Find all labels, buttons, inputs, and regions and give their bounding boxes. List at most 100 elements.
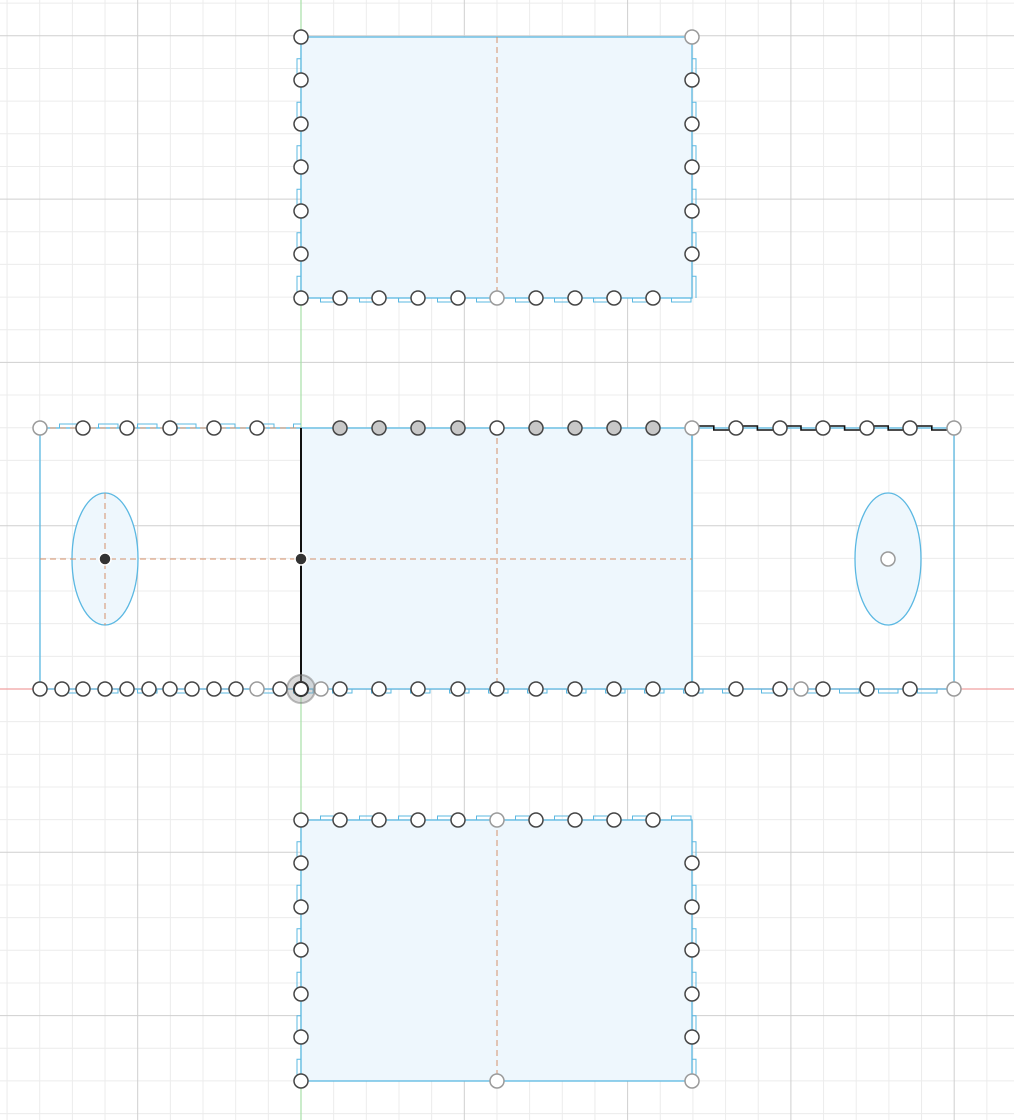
sketch-point-icon[interactable] [272,681,288,697]
sketch-point-icon[interactable] [528,420,544,436]
sketch-point-icon[interactable] [567,420,583,436]
sketch-point-icon[interactable] [162,681,178,697]
sketch-point-icon[interactable] [450,681,466,697]
sketch-point-icon[interactable] [293,246,309,262]
sketch-point-icon[interactable] [450,812,466,828]
sketch-point-icon[interactable] [528,681,544,697]
sketch-point-icon[interactable] [684,681,700,697]
sketch-point-icon[interactable] [371,812,387,828]
sketch-point-icon[interactable] [332,420,348,436]
sketch-point-icon[interactable] [859,420,875,436]
sketch-point-icon[interactable] [684,942,700,958]
sketch-point-icon[interactable] [772,420,788,436]
sketch-point-icon[interactable] [489,290,505,306]
sketch-point-icon[interactable] [32,681,48,697]
sketch-point-icon[interactable] [684,72,700,88]
sketch-point-icon[interactable] [645,420,661,436]
sketch-point-icon[interactable] [293,986,309,1002]
sketch-point-icon[interactable] [567,812,583,828]
sketch-point-icon[interactable] [489,812,505,828]
sketch-point-icon[interactable] [684,1073,700,1089]
sketch-point-icon[interactable] [567,681,583,697]
sketch-point-icon[interactable] [410,290,426,306]
sketch-point-icon[interactable] [249,420,265,436]
sketch-point-icon[interactable] [606,681,622,697]
sketch-point-icon[interactable] [410,812,426,828]
sketch-point-icon[interactable] [75,420,91,436]
sketch-point-icon[interactable] [684,203,700,219]
sketch-point-icon[interactable] [684,855,700,871]
sketch-point-icon[interactable] [371,420,387,436]
sketch-point-icon[interactable] [313,681,329,697]
sketch-point-icon[interactable] [902,420,918,436]
sketch-point-icon[interactable] [75,681,91,697]
sketch-point-icon[interactable] [450,290,466,306]
sketch-points[interactable] [32,29,962,1089]
sketch-point-icon[interactable] [728,420,744,436]
sketch-point-icon[interactable] [684,29,700,45]
sketch-point-icon[interactable] [206,681,222,697]
sketch-point-icon[interactable] [567,290,583,306]
sketch-point-icon[interactable] [54,681,70,697]
sketch-point-icon[interactable] [293,899,309,915]
sketch-point-icon[interactable] [684,420,700,436]
sketch-point-icon[interactable] [684,116,700,132]
sketch-point-icon[interactable] [141,681,157,697]
sketch-point-icon[interactable] [293,29,309,45]
sketch-point-icon[interactable] [332,290,348,306]
sketch-point-icon[interactable] [815,681,831,697]
origin-point-icon[interactable] [293,681,309,697]
sketch-point-icon[interactable] [684,1029,700,1045]
sketch-point-icon[interactable] [293,72,309,88]
sketch-point-icon[interactable] [293,203,309,219]
sketch-point-icon[interactable] [946,681,962,697]
sketch-point-icon[interactable] [293,855,309,871]
sketch-point-icon[interactable] [293,1029,309,1045]
sketch-point-icon[interactable] [293,159,309,175]
sketch-point-icon[interactable] [293,116,309,132]
sketch-point-icon[interactable] [489,420,505,436]
sketch-point-icon[interactable] [410,681,426,697]
sketch-point-icon[interactable] [684,986,700,1002]
sketch-point-icon[interactable] [249,681,265,697]
sketch-point-icon[interactable] [32,420,48,436]
sketch-point-icon[interactable] [119,420,135,436]
sketch-point-icon[interactable] [332,681,348,697]
sketch-point-icon[interactable] [859,681,875,697]
sketch-point-icon[interactable] [293,1073,309,1089]
sketch-point-icon[interactable] [684,159,700,175]
center-point-icon[interactable] [294,552,308,566]
sketch-point-icon[interactable] [645,812,661,828]
sketch-point-icon[interactable] [228,681,244,697]
sketch-point-icon[interactable] [684,246,700,262]
sketch-point-icon[interactable] [293,812,309,828]
sketch-point-icon[interactable] [119,681,135,697]
sketch-point-icon[interactable] [332,812,348,828]
sketch-point-icon[interactable] [206,420,222,436]
sketch-point-icon[interactable] [606,420,622,436]
sketch-point-icon[interactable] [528,812,544,828]
sketch-point-icon[interactable] [450,420,466,436]
sketch-point-icon[interactable] [293,290,309,306]
sketch-point-icon[interactable] [606,290,622,306]
sketch-point-icon[interactable] [410,420,426,436]
sketch-point-icon[interactable] [606,812,622,828]
sketch-point-icon[interactable] [793,681,809,697]
sketch-point-icon[interactable] [97,681,113,697]
sketch-point-icon[interactable] [728,681,744,697]
center-point-icon[interactable] [880,551,896,567]
sketch-point-icon[interactable] [645,290,661,306]
sketch-point-icon[interactable] [645,681,661,697]
sketch-point-icon[interactable] [684,899,700,915]
sketch-point-icon[interactable] [184,681,200,697]
sketch-point-icon[interactable] [489,681,505,697]
sketch-point-icon[interactable] [293,942,309,958]
sketch-point-icon[interactable] [371,290,387,306]
sketch-point-icon[interactable] [528,290,544,306]
sketch-point-icon[interactable] [815,420,831,436]
sketch-point-icon[interactable] [772,681,788,697]
sketch-point-icon[interactable] [371,681,387,697]
center-point-icon[interactable] [98,552,112,566]
